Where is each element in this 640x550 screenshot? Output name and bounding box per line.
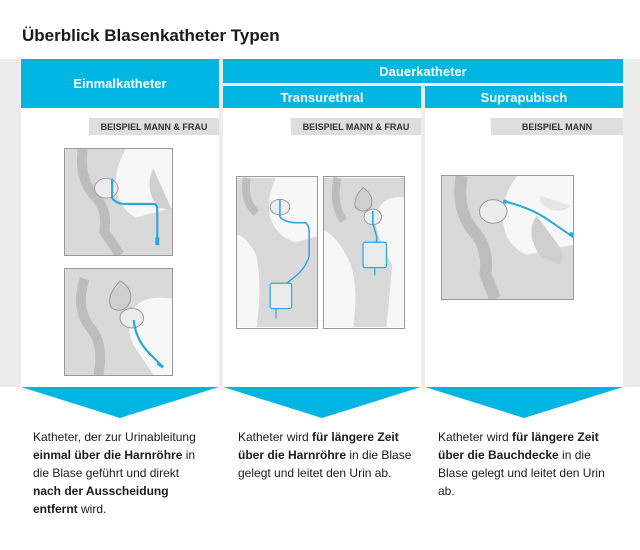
- description-text: in die Blase geführt und direkt: [33, 448, 196, 480]
- einmalkatheter-frau-illustration: [64, 268, 173, 376]
- header-suprapubisch: Suprapubisch: [425, 86, 623, 108]
- einmalkatheter-mann-illustration: [64, 148, 173, 256]
- description-transurethral: Katheter wird für längere Zeit über die …: [238, 428, 413, 482]
- badge-transurethral: BEISPIEL MANN & FRAU: [291, 118, 421, 135]
- description-text: in die Blase gelegt und leitet den Urin …: [238, 448, 412, 480]
- page-title: Überblick Blasenkatheter Typen: [22, 26, 280, 45]
- description-text: einmal über die Harnröhre: [33, 448, 183, 462]
- description-text: Katheter wird: [438, 430, 513, 444]
- pointer-triangle-einmalkatheter: [21, 387, 219, 418]
- description-einmalkatheter: Katheter, der zur Urinableitung einmal ü…: [33, 428, 208, 518]
- suprapubisch-mann-illustration: [441, 175, 574, 300]
- header-dauerkatheter: Dauerkatheter: [223, 59, 623, 83]
- description-suprapubisch: Katheter wird für längere Zeit über die …: [438, 428, 613, 500]
- description-text: in die Blase gelegt und leitet den Urin …: [438, 448, 605, 498]
- badge-suprapubisch: BEISPIEL MANN: [491, 118, 623, 135]
- pointer-triangle-suprapubisch: [425, 387, 623, 418]
- transurethral-mann-illustration: [236, 176, 318, 329]
- description-text: wird.: [77, 502, 107, 516]
- description-text: nach der Ausscheidung entfernt: [33, 484, 169, 516]
- pointer-triangle-transurethral: [223, 387, 421, 418]
- header-einmalkatheter: Einmalkatheter: [21, 59, 219, 108]
- description-text: Katheter, der zur Urinableitung: [33, 430, 196, 444]
- description-text: Katheter wird: [238, 430, 313, 444]
- header-transurethral: Transurethral: [223, 86, 421, 108]
- badge-einmalkatheter: BEISPIEL MANN & FRAU: [89, 118, 219, 135]
- transurethral-frau-illustration: [323, 176, 405, 329]
- description-text: für längere Zeit über die Harnröhre: [238, 430, 399, 462]
- description-text: für längere Zeit über die Bauchdecke: [438, 430, 599, 462]
